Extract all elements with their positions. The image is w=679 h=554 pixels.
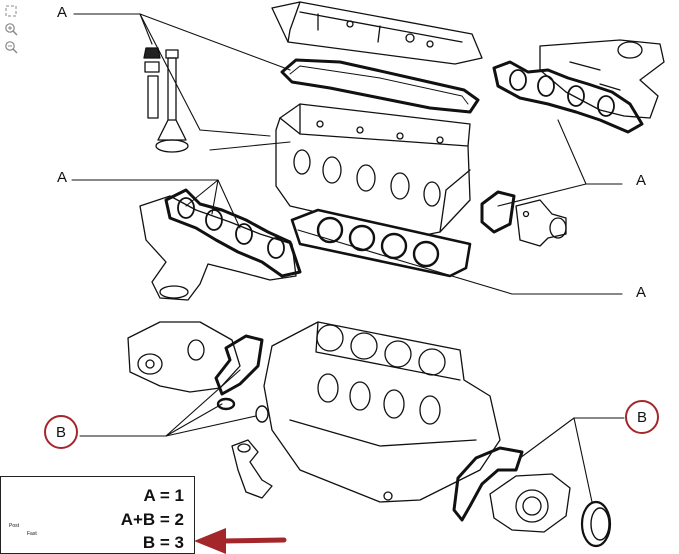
leader-lines	[71, 13, 625, 503]
valve-cover	[271, 1, 483, 65]
engine-block	[263, 321, 501, 503]
fit-page-icon[interactable]	[4, 4, 18, 18]
o-ring-small	[216, 397, 236, 411]
thermostat-gasket	[480, 190, 516, 234]
stack-label-2: Fast	[45, 513, 55, 519]
highlight-arrow	[194, 528, 287, 554]
exhaust-manifold-gasket	[164, 188, 302, 278]
callout-a-right-upper: A	[636, 172, 647, 189]
water-pump-gasket	[214, 334, 264, 396]
zoom-in-icon[interactable]	[4, 22, 18, 36]
callout-a-mid-left: A	[57, 169, 68, 186]
valve-cover-gasket	[280, 58, 480, 114]
valve-assembly	[143, 47, 189, 153]
stack-label-1: Post	[43, 488, 50, 500]
callout-b-left-label: B	[55, 423, 66, 441]
thermostat-housing	[515, 199, 567, 247]
water-pump	[127, 321, 241, 393]
oil-pickup	[231, 439, 273, 499]
callout-b-left: B	[44, 415, 78, 449]
rear-seal-gasket	[452, 446, 524, 522]
legend-row-a: A = 1	[143, 486, 184, 505]
callout-a-right-lower: A	[636, 284, 647, 301]
head-gasket	[290, 208, 472, 278]
intake-manifold	[539, 39, 665, 119]
callout-b-right: B	[625, 400, 659, 434]
zoom-out-icon[interactable]	[4, 40, 18, 54]
cylinder-head	[275, 103, 471, 237]
crankshaft-oil-seal	[580, 500, 612, 548]
callout-b-right-label: B	[636, 408, 647, 426]
stack-label-3: Post	[9, 523, 20, 529]
stack-label-4: Fast	[27, 531, 37, 537]
legend-box: A = 1 A+B = 2 B = 3 Post Fast Post Fast	[0, 476, 195, 554]
rear-seal-housing	[489, 473, 571, 533]
legend-row-a-plus-b: A+B = 2	[120, 510, 184, 529]
callout-a-top-left: A	[57, 4, 68, 21]
intake-manifold-gasket	[492, 60, 644, 134]
legend-row-b: B = 3	[142, 533, 184, 552]
